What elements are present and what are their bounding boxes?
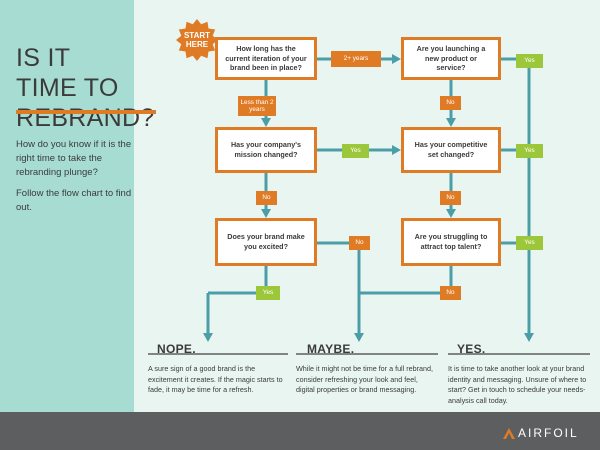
- question-mission-changed: Has your company's mission changed?: [215, 127, 317, 173]
- question-text: Does your brand make you excited?: [227, 232, 305, 251]
- question-competitive-set: Has your competitive set changed?: [401, 127, 501, 173]
- sidebar-panel: [0, 0, 134, 412]
- question-text: Has your company's mission changed?: [230, 140, 301, 159]
- airfoil-logo-icon: [503, 428, 515, 439]
- arrowhead-q5: [261, 209, 271, 218]
- tag-no: No: [349, 236, 370, 250]
- start-here-badge: START HERE: [176, 19, 218, 61]
- outcome-nope-title: NOPE.: [157, 342, 196, 356]
- intro-question: How do you know if it is the right time …: [16, 139, 132, 178]
- question-new-product: Are you launching a new product or servi…: [401, 37, 501, 80]
- arrowhead-q2: [392, 54, 401, 64]
- outcome-maybe-title: MAYBE.: [307, 342, 355, 356]
- start-badge-line2: HERE: [186, 40, 209, 49]
- arrowhead-q3: [261, 118, 271, 127]
- start-badge-line1: START: [184, 31, 210, 40]
- outcome-maybe-text: While it might not be time for a full re…: [296, 364, 434, 394]
- outcome-yes-title: YES.: [457, 342, 486, 356]
- tag-yes: Yes: [516, 236, 543, 250]
- tag-less-than-2-years: Less than 2 years: [238, 96, 276, 116]
- tag-yes: Yes: [516, 54, 543, 68]
- question-brand-excited: Does your brand make you excited?: [215, 218, 317, 266]
- arrowhead-q4-top: [446, 118, 456, 127]
- question-top-talent: Are you struggling to attract top talent…: [401, 218, 501, 266]
- outcome-yes-text: It is time to take another look at your …: [448, 364, 587, 405]
- arrowhead-maybe: [354, 333, 364, 342]
- intro-instruction: Follow the flow chart to find out.: [16, 188, 132, 213]
- tag-no: No: [440, 96, 461, 110]
- question-text: Are you launching a new product or servi…: [416, 44, 486, 73]
- arrowhead-q4-left: [392, 145, 401, 155]
- tag-two-plus-years: 2+ years: [331, 51, 381, 67]
- question-brand-age: How long has the current iteration of yo…: [215, 37, 317, 80]
- tag-no: No: [440, 286, 461, 300]
- title-underline: [16, 110, 156, 114]
- tag-yes: Yes: [342, 144, 369, 158]
- footer-brand-name: AIRFOIL: [518, 426, 579, 440]
- arrowhead-yes: [524, 333, 534, 342]
- tag-yes: Yes: [516, 144, 543, 158]
- question-text: Are you struggling to attract top talent…: [414, 232, 488, 251]
- question-text: Has your competitive set changed?: [414, 140, 488, 159]
- tag-no: No: [440, 191, 461, 205]
- outcome-nope-text: A sure sign of a good brand is the excit…: [148, 364, 283, 394]
- tag-no: No: [256, 191, 277, 205]
- page-title: IS IT TIME TO REBRAND?: [16, 44, 155, 132]
- arrowhead-nope: [203, 333, 213, 342]
- tag-yes: Yes: [256, 286, 280, 300]
- arrowhead-q6: [446, 209, 456, 218]
- question-text: How long has the current iteration of yo…: [225, 44, 307, 73]
- footer-bar: [0, 412, 600, 450]
- start-badge-burst: [176, 19, 218, 61]
